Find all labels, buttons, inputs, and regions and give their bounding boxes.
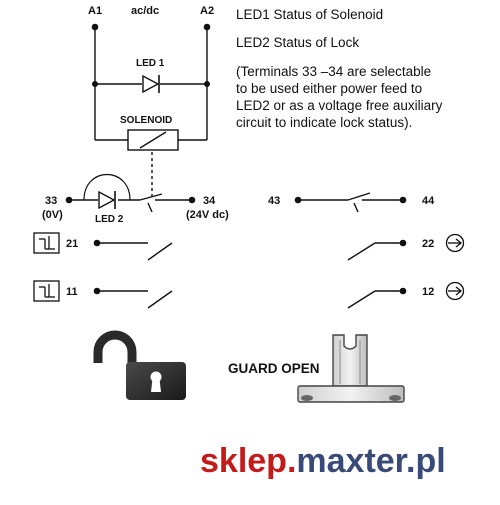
terminal-dot-22: [399, 239, 407, 247]
terminal-dot-11: [93, 287, 101, 295]
legend-note-line: LED2 or as a voltage free auxiliary: [236, 98, 443, 113]
junction-dot: [204, 81, 210, 87]
terminal-dot-21: [93, 239, 101, 247]
legend-led2: LED2 Status of Lock: [236, 35, 359, 50]
led2-label: LED 2: [95, 214, 124, 225]
terminal-dot-33: [65, 196, 73, 204]
terminal-a1-label: A1: [88, 5, 102, 17]
watermark-part-2: maxter.pl: [296, 442, 445, 480]
contact-11-12: [97, 290, 403, 309]
guard-state-label: GUARD OPEN: [228, 361, 320, 376]
solenoid-circuit: [94, 27, 208, 200]
contact-11-12-blade: [147, 290, 173, 309]
arrow-right-icon: [445, 233, 465, 253]
terminal-22-label: 22: [422, 238, 434, 250]
contact-21-22-blade-2: [347, 242, 376, 261]
contact-11-12-blade-2: [347, 290, 376, 309]
legend-led1: LED1 Status of Solenoid: [236, 7, 383, 22]
terminal-43-label: 43: [268, 195, 280, 207]
terminal-dot-34: [188, 196, 196, 204]
contact-21-22-blade: [147, 242, 173, 261]
legend-note-line: to be used either power feed to: [236, 81, 422, 96]
terminal-21-label: 21: [66, 238, 78, 250]
watermark-text: sklep.maxter.pl: [200, 442, 446, 480]
terminal-dot-12: [399, 287, 407, 295]
arrow-right-icon: [445, 281, 465, 301]
contact-21-22: [97, 242, 403, 261]
terminal-12-label: 12: [422, 286, 434, 298]
solenoid-coil-slash: [139, 131, 167, 149]
terminal-33-label: 33: [45, 195, 57, 207]
actuator-key-icon: [297, 334, 405, 403]
terminal-34-note: (24V dc): [186, 209, 229, 221]
terminal-dot-a1: [91, 23, 99, 31]
terminal-dot-43: [294, 196, 302, 204]
terminal-dot-a2: [203, 23, 211, 31]
legend-note-line: (Terminals 33 –34 are selectable: [236, 64, 431, 79]
junction-dot: [92, 81, 98, 87]
terminal-dot-44: [399, 196, 407, 204]
contact-43-44: [298, 192, 403, 213]
terminal-33-note: (0V): [42, 209, 63, 221]
contact-33-34: [69, 174, 192, 213]
solenoid-label: SOLENOID: [120, 115, 172, 126]
terminal-34-label: 34: [203, 195, 216, 207]
led1-diode-icon: [142, 74, 160, 94]
led2-bypass-arc: [83, 174, 131, 201]
solenoid-coil: [127, 129, 179, 151]
led1-label: LED 1: [136, 58, 165, 69]
terminal-a2-label: A2: [200, 5, 214, 17]
terminal-11-label: 11: [66, 286, 78, 298]
legend-note-line: circuit to indicate lock status).: [236, 115, 412, 130]
positive-break-icon: [33, 232, 60, 254]
terminal-44-label: 44: [422, 195, 435, 207]
led2-diode-icon: [98, 190, 116, 210]
watermark-logo: sklep.maxter.pl: [200, 442, 446, 480]
supply-label: ac/dc: [131, 5, 159, 17]
unlocked-padlock-icon: [93, 330, 186, 400]
positive-break-icon: [33, 280, 60, 302]
watermark-part-1: sklep.: [200, 442, 296, 480]
